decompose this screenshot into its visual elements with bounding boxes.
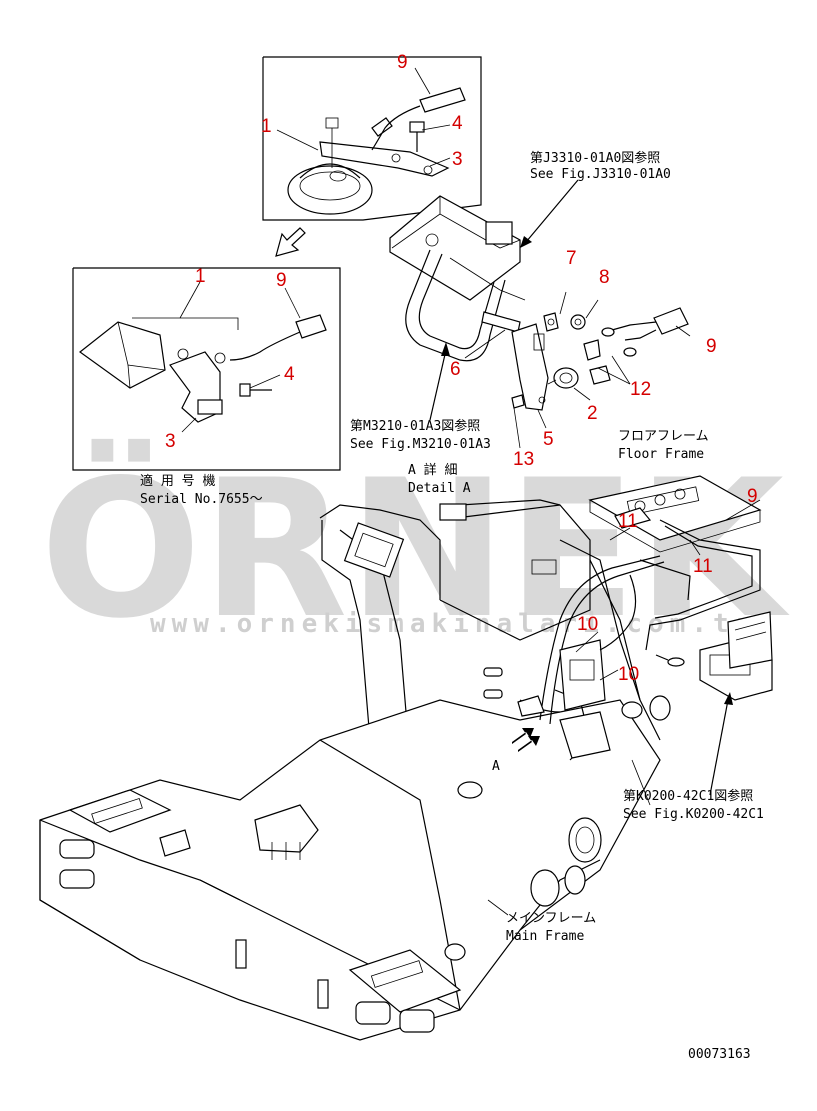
main-frame-en: Main Frame — [506, 929, 584, 944]
main-frame-jp: メインフレーム — [506, 911, 596, 926]
callouts: 9 1 4 3 1 9 4 3 7 8 9 6 12 2 5 13 9 11 1… — [165, 52, 758, 685]
callout-4-mid: 4 — [284, 364, 295, 385]
callout-3-top: 3 — [452, 149, 463, 170]
callout-4-top: 4 — [452, 113, 463, 134]
callout-2: 2 — [587, 403, 598, 424]
callout-1-top: 1 — [261, 116, 272, 137]
callout-10-b: 10 — [618, 664, 639, 685]
detail-a-marker: A — [492, 759, 500, 774]
callout-1-mid: 1 — [195, 266, 206, 287]
main-frame — [39, 499, 701, 1041]
detail-jp: A 詳 細 — [408, 462, 457, 478]
middle-detail-box — [72, 267, 341, 471]
callout-6: 6 — [450, 359, 461, 380]
notes: 第J3310-01A0図参照 See Fig.J3310-01A0 第M3210… — [140, 150, 764, 1062]
callout-12: 12 — [630, 379, 651, 400]
ref-k0200-en: See Fig.K0200-42C1 — [623, 807, 764, 822]
serial-en: Serial No.7655～ — [140, 492, 263, 507]
ref-k0200-jp: 第K0200-42C1図参照 — [623, 788, 753, 804]
watermark: ÖRNEK www.ornekismakinalari.com.tr — [40, 438, 790, 660]
callout-7: 7 — [566, 248, 577, 269]
floor-frame — [588, 475, 773, 796]
callout-9-frame: 9 — [747, 486, 758, 507]
guard-assembly — [389, 179, 579, 421]
callout-5: 5 — [543, 429, 554, 450]
watermark-url: www.ornekismakinalari.com.tr — [150, 609, 756, 639]
callout-11-b: 11 — [693, 556, 713, 577]
floor-frame-en: Floor Frame — [618, 447, 704, 462]
top-detail-box — [262, 56, 482, 221]
drawing-number: 00073163 — [688, 1047, 751, 1062]
ref-m3210-en: See Fig.M3210-01A3 — [350, 437, 491, 452]
ref-m3210-jp: 第M3210-01A3図参照 — [350, 418, 480, 434]
callout-3-mid: 3 — [165, 431, 176, 452]
ref-j3310-jp: 第J3310-01A0図参照 — [530, 150, 660, 166]
callout-8: 8 — [599, 267, 610, 288]
detail-en: Detail A — [408, 481, 471, 496]
callout-10-a: 10 — [577, 614, 598, 635]
floor-frame-jp: フロアフレーム — [618, 429, 709, 444]
ref-j3310-en: See Fig.J3310-01A0 — [530, 167, 671, 182]
switch-parts — [511, 291, 691, 449]
callout-9-top: 9 — [397, 52, 408, 73]
detail-arrow — [275, 227, 306, 257]
callout-11-a: 11 — [618, 511, 638, 532]
serial-jp: 適 用 号 機 — [140, 473, 215, 489]
callout-9-mid: 9 — [276, 270, 287, 291]
callout-9-right: 9 — [706, 336, 717, 357]
callout-13: 13 — [513, 449, 534, 470]
